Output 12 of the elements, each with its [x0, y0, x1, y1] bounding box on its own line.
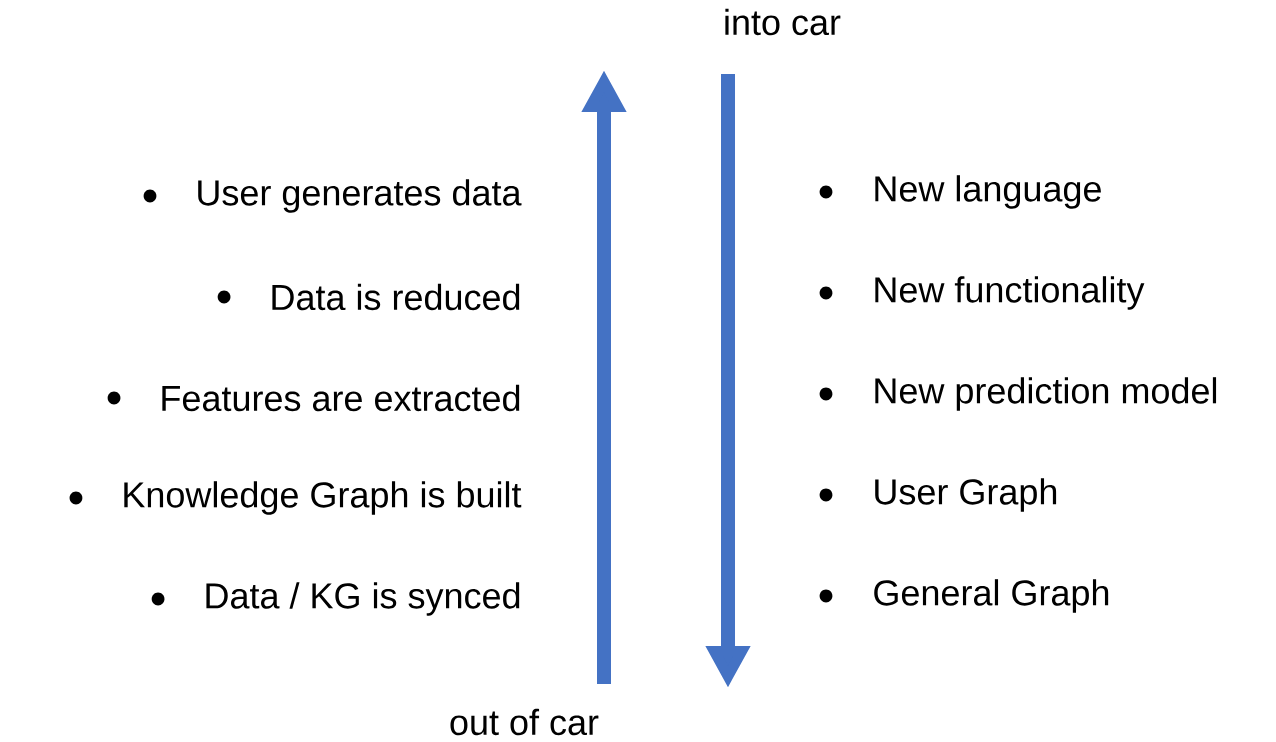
list-item: New functionality — [875, 276, 1145, 310]
list-item: General Graph — [874, 579, 1109, 613]
list-item: Features are extracted — [162, 384, 520, 412]
list-item: Knowledge Graph is built — [124, 481, 522, 515]
list-item: Data is reduced — [272, 283, 520, 311]
heading: into car — [725, 8, 841, 36]
list-item: User Graph — [875, 478, 1057, 512]
list-item: New language — [875, 175, 1101, 209]
list-item: User generates data — [198, 179, 522, 213]
list-item: Data / KG is synced — [206, 582, 520, 616]
list-item: New prediction model — [875, 377, 1217, 411]
heading: out of car — [450, 708, 599, 736]
